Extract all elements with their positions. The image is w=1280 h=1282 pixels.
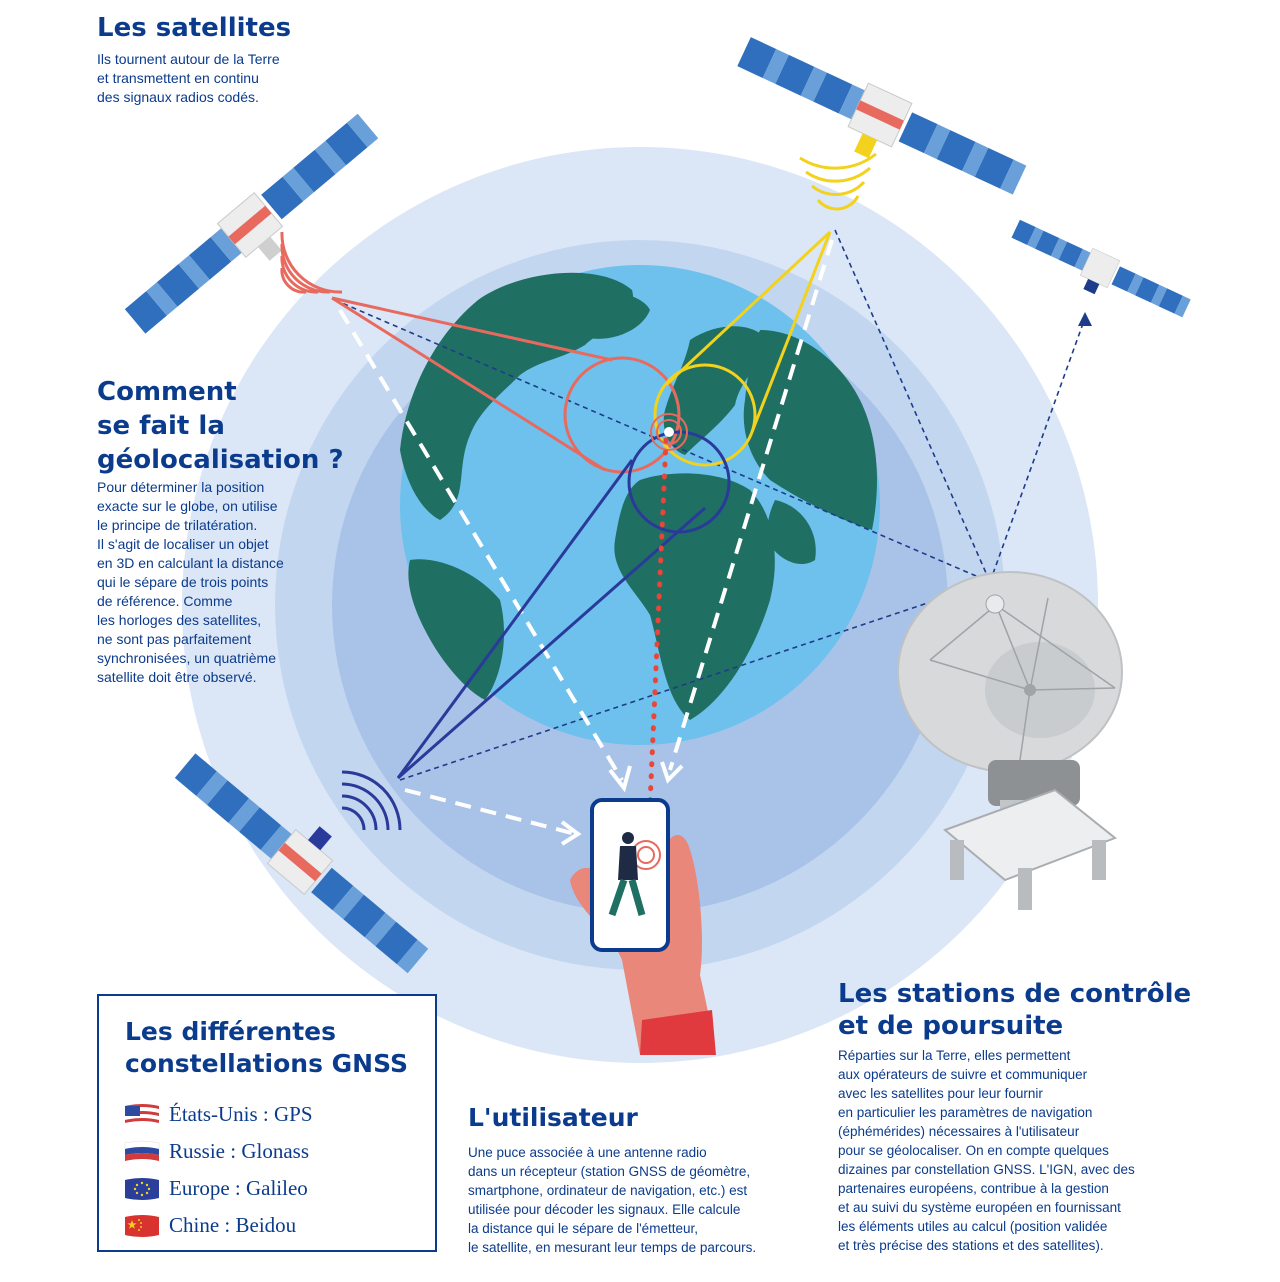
- gnss-title: Les différentes constellations GNSS: [125, 1017, 408, 1078]
- gnss-list: États-Unis : GPS Russie : Glonass Europe…: [123, 1096, 313, 1244]
- geolocation-description: Pour déterminer la position exacte sur l…: [97, 479, 284, 685]
- gnss-item-china: Chine : Beidou: [123, 1207, 313, 1244]
- russia-flag-icon: [124, 1140, 160, 1161]
- satellites-description: Ils tournent autour de la Terre et trans…: [97, 51, 280, 105]
- satellite-small-icon: [1011, 219, 1191, 318]
- hand-holding-phone-icon: [570, 798, 716, 1055]
- arrowhead-blue-sat: [560, 820, 582, 846]
- eu-flag-icon: [125, 1177, 159, 1200]
- stations-title: Les stations de contrôle et de poursuite: [838, 979, 1192, 1041]
- china-flag-icon: [125, 1214, 159, 1237]
- satellite-red-icon: [124, 113, 379, 334]
- satellite-blue-icon: [174, 753, 429, 974]
- gnss-label-russia: Russie : Glonass: [169, 1139, 310, 1163]
- position-target-icon: [650, 413, 688, 451]
- user-description: Une puce associée à une antenne radio da…: [468, 1145, 757, 1255]
- gnss-item-us: États-Unis : GPS: [123, 1096, 313, 1133]
- red-sphere: [331, 296, 681, 474]
- gnss-label-us: États-Unis : GPS: [169, 1102, 313, 1126]
- blue-signal-waves-icon: [341, 770, 402, 831]
- gnss-label-europe: Europe : Galileo: [169, 1176, 308, 1200]
- gnss-label-china: Chine : Beidou: [169, 1213, 297, 1237]
- satellites-title: Les satellites: [97, 13, 292, 43]
- uplink-arrowhead: [1078, 312, 1092, 326]
- satellite-yellow-icon: [737, 37, 1027, 195]
- arrowhead-yellow-sat: [660, 761, 684, 784]
- earth-globe: [400, 265, 880, 745]
- geolocation-title: Comment se fait la géolocalisation ?: [97, 377, 344, 475]
- signal-arrows: [338, 239, 834, 835]
- us-flag-icon: [125, 1103, 159, 1126]
- yellow-sphere: [653, 230, 832, 467]
- stations-description: Réparties sur la Terre, elles permettent…: [838, 1048, 1135, 1253]
- arrowhead-red-sat: [608, 765, 632, 793]
- user-title: L'utilisateur: [468, 1103, 638, 1132]
- control-links: [334, 229, 1086, 781]
- control-station-dish-icon: [897, 571, 1123, 910]
- blue-sphere: [396, 430, 731, 780]
- yellow-signal-waves-icon: [799, 152, 877, 211]
- red-dotted-path: [645, 437, 669, 853]
- red-signal-waves-icon: [280, 231, 343, 294]
- gnss-item-europe: Europe : Galileo: [123, 1170, 313, 1207]
- gnss-constellations-box: Les différentes constellations GNSS État…: [97, 994, 437, 1252]
- gnss-item-russia: Russie : Glonass: [123, 1133, 313, 1170]
